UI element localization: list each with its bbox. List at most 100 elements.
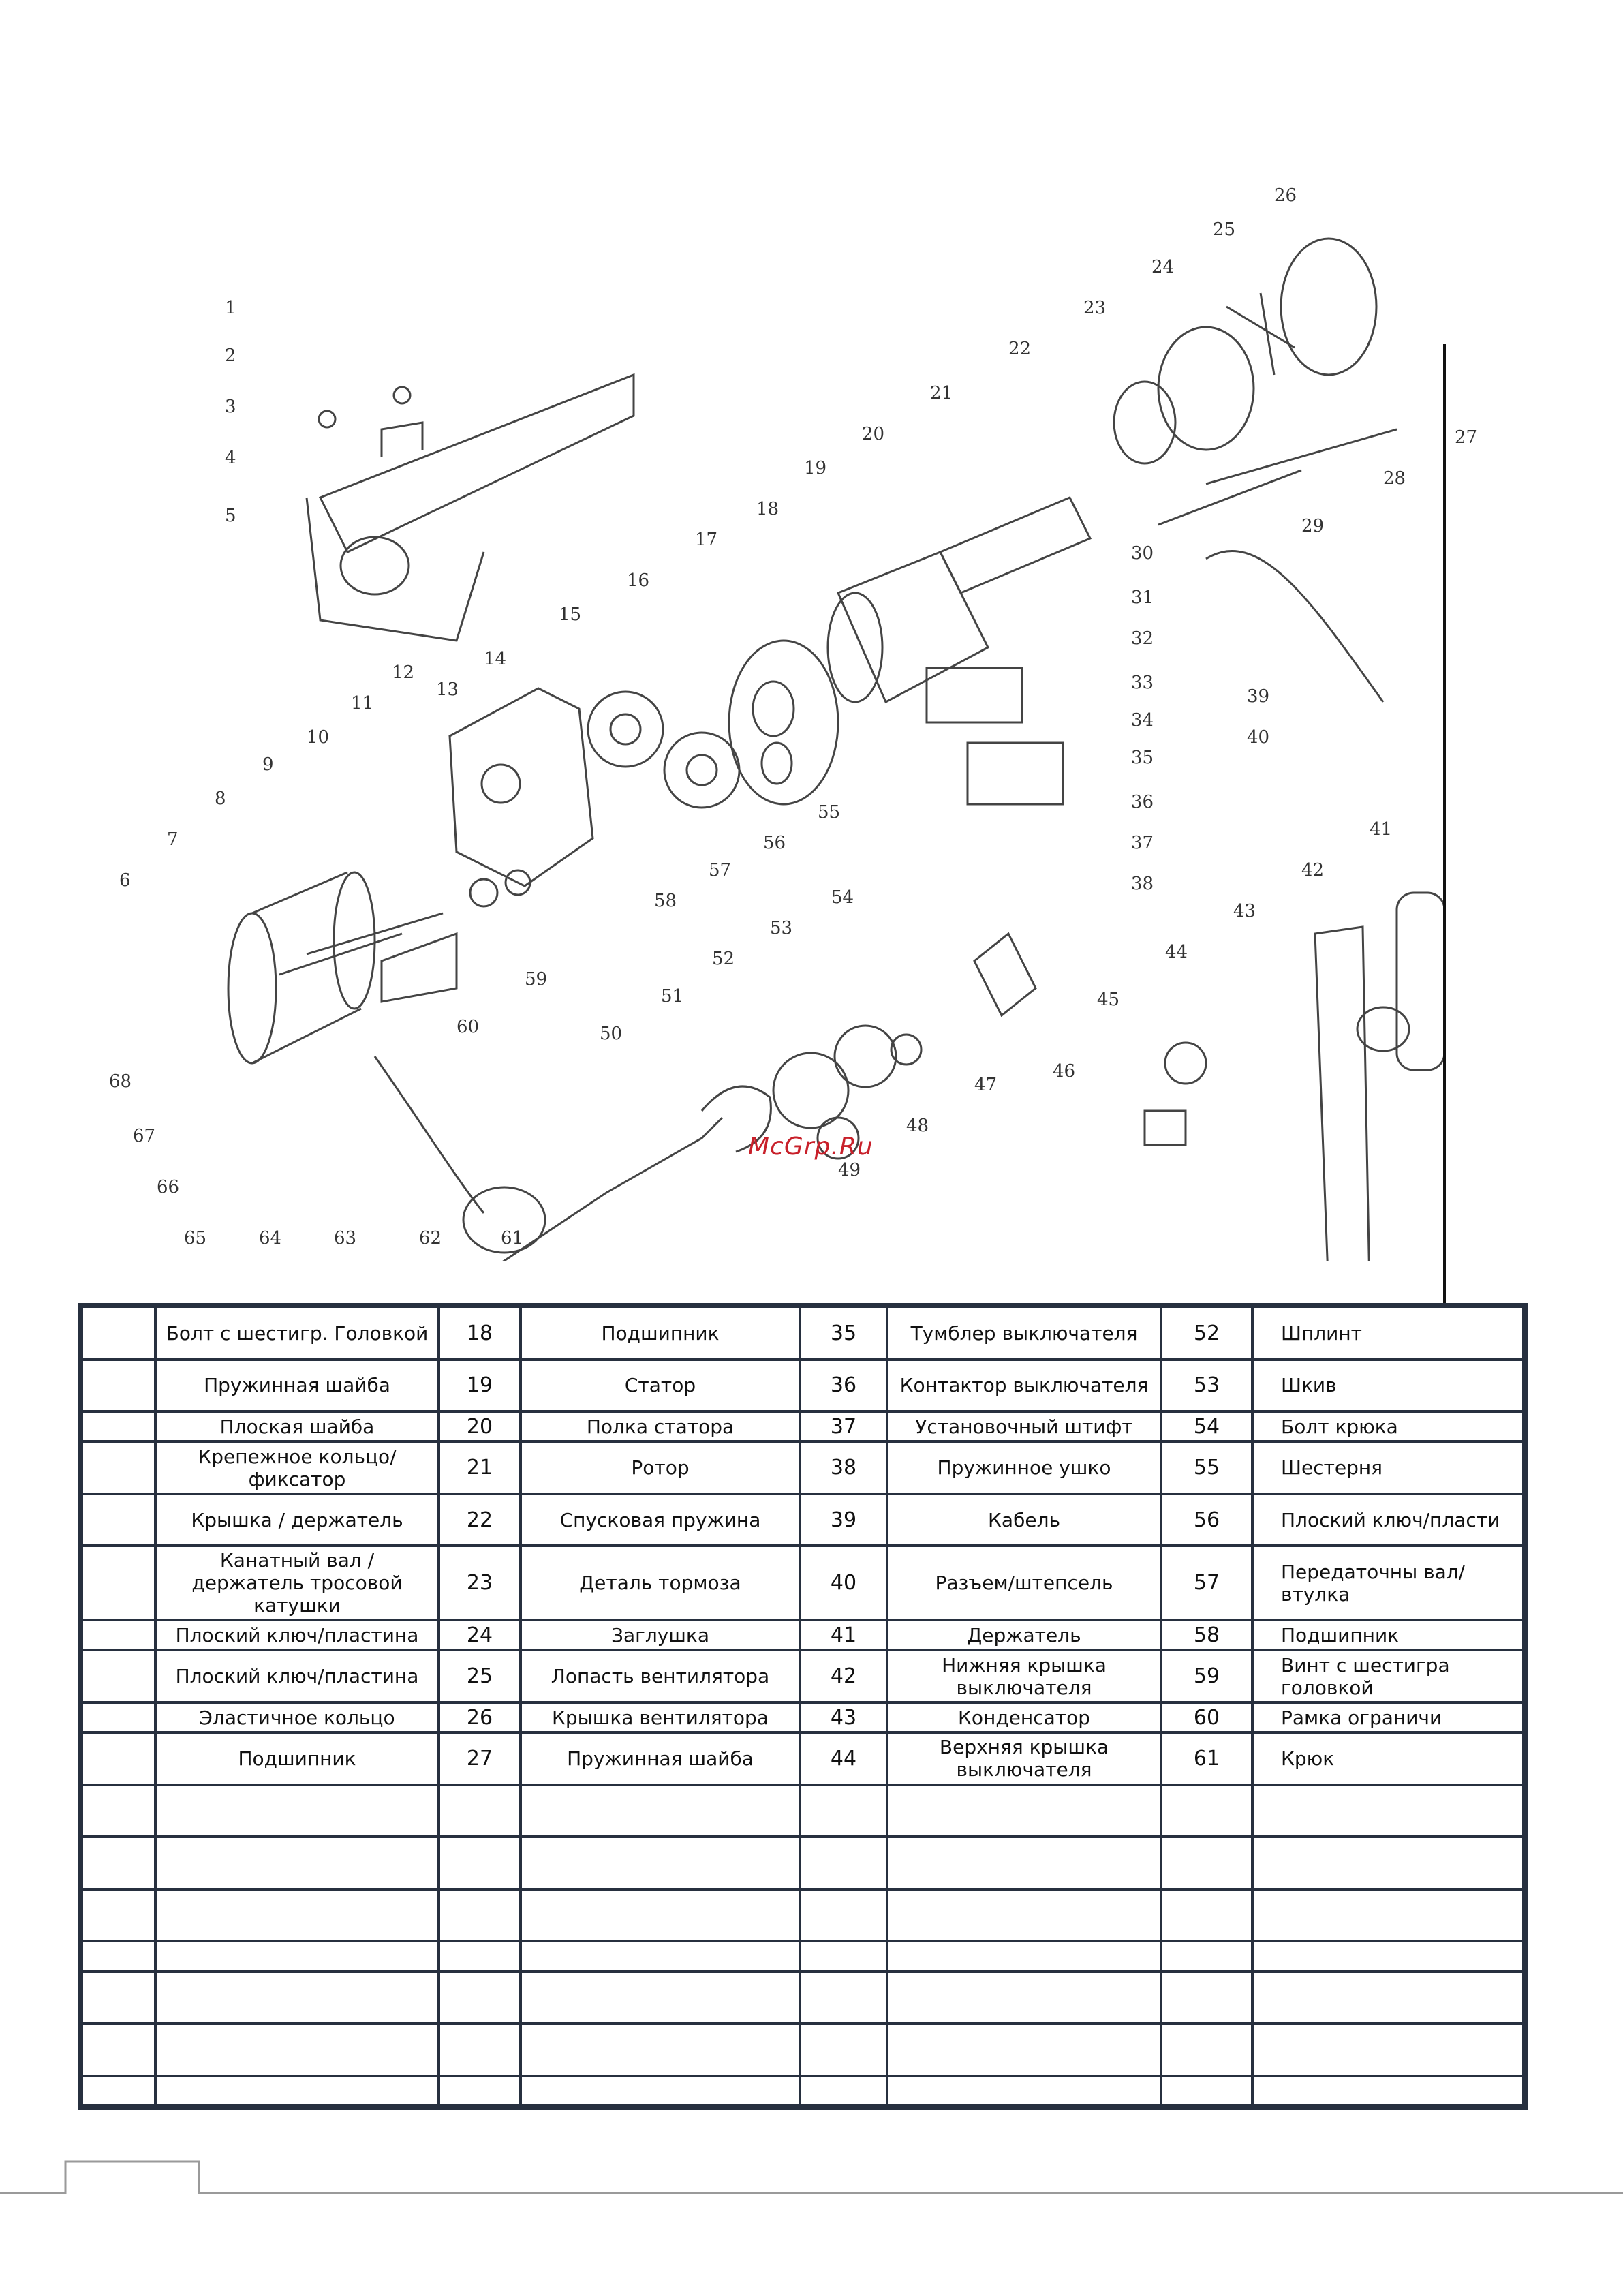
callout-1: 1 — [225, 298, 236, 318]
part-number-cell — [1161, 1837, 1252, 1889]
part-name-cell: Крепежное кольцо/фиксатор — [155, 1441, 439, 1494]
callout-29: 29 — [1301, 516, 1324, 536]
part-name-cell: Крышка вентилятора — [521, 1702, 800, 1733]
callout-31: 31 — [1131, 587, 1154, 608]
callout-65: 65 — [184, 1228, 206, 1249]
part-number-cell — [800, 1784, 887, 1837]
part-number-cell: 41 — [800, 1620, 887, 1651]
part-number-cell — [800, 2023, 887, 2076]
part-number-cell: 54 — [1161, 1411, 1252, 1442]
part-number-cell — [82, 1732, 155, 1785]
part-name-cell: Рамка ограничи — [1252, 1702, 1524, 1733]
part-name-cell: Пружинное ушко — [887, 1441, 1161, 1494]
part-name-cell: Шплинт — [1252, 1307, 1524, 1360]
table-row — [82, 2075, 1524, 2106]
part-name-cell — [521, 2075, 800, 2106]
part-number-cell — [82, 1307, 155, 1360]
callout-59: 59 — [525, 969, 547, 990]
part-name-cell — [887, 1971, 1161, 2024]
part-number-cell: 57 — [1161, 1546, 1252, 1621]
callout-14: 14 — [484, 649, 506, 669]
callout-53: 53 — [770, 918, 792, 938]
callout-40: 40 — [1247, 727, 1269, 748]
callout-33: 33 — [1131, 673, 1154, 693]
callout-43: 43 — [1233, 901, 1256, 921]
part-number-cell — [82, 1359, 155, 1412]
part-number-cell: 23 — [439, 1546, 521, 1621]
callout-35: 35 — [1131, 748, 1154, 768]
part-name-cell: Лопасть вентилятора — [521, 1650, 800, 1702]
part-name-cell: Эластичное кольцо — [155, 1702, 439, 1733]
part-name-cell — [521, 1971, 800, 2024]
part-number-cell — [82, 1493, 155, 1546]
part-name-cell: Винт с шестигра головкой — [1252, 1650, 1524, 1702]
part-number-cell — [800, 1971, 887, 2024]
part-number-cell — [1161, 1888, 1252, 1942]
part-number-cell — [82, 1441, 155, 1494]
callout-44: 44 — [1165, 942, 1188, 962]
callout-45: 45 — [1097, 990, 1119, 1010]
part-number-cell — [82, 1411, 155, 1442]
table-row — [82, 1784, 1524, 1837]
diagram-callout-numbers: 1 2 3 4 5 6 7 8 9 10 11 12 13 14 15 16 1… — [109, 185, 1477, 1249]
part-name-cell — [1252, 2023, 1524, 2076]
part-number-cell: 25 — [439, 1650, 521, 1702]
part-number-cell: 22 — [439, 1493, 521, 1546]
table-row — [82, 1888, 1524, 1942]
part-name-cell — [1252, 2075, 1524, 2106]
callout-68: 68 — [109, 1071, 132, 1092]
callout-13: 13 — [436, 679, 459, 700]
callout-28: 28 — [1383, 468, 1406, 489]
callout-9: 9 — [262, 754, 274, 775]
callout-62: 62 — [419, 1228, 442, 1249]
part-number-cell — [1161, 2023, 1252, 2076]
callout-24: 24 — [1151, 257, 1174, 277]
part-name-cell — [155, 1784, 439, 1837]
table-row — [82, 1837, 1524, 1889]
callout-58: 58 — [654, 891, 677, 911]
callout-64: 64 — [259, 1228, 281, 1249]
watermark: McGrp.Ru — [748, 1133, 874, 1161]
callout-48: 48 — [906, 1116, 929, 1136]
part-number-cell — [439, 1888, 521, 1942]
part-number-cell: 40 — [800, 1546, 887, 1621]
part-name-cell: Деталь тормоза — [521, 1546, 800, 1621]
callout-12: 12 — [392, 662, 414, 683]
table-row: Канатный вал / держатель тросовой катушк… — [82, 1546, 1524, 1621]
part-number-cell: 43 — [800, 1702, 887, 1733]
table-row — [82, 1971, 1524, 2024]
callout-52: 52 — [712, 949, 735, 969]
part-name-cell: Крышка / держатель — [155, 1493, 439, 1546]
callout-4: 4 — [225, 448, 236, 468]
part-number-cell: 59 — [1161, 1650, 1252, 1702]
callout-50: 50 — [600, 1024, 622, 1044]
part-name-cell — [521, 1784, 800, 1837]
vertical-rule — [1443, 344, 1446, 1803]
part-name-cell: Плоский ключ/пласти — [1252, 1493, 1524, 1546]
part-number-cell: 37 — [800, 1411, 887, 1442]
part-name-cell: Шкив — [1252, 1359, 1524, 1412]
part-number-cell — [82, 1546, 155, 1621]
part-name-cell: Плоский ключ/пластина — [155, 1620, 439, 1651]
callout-66: 66 — [157, 1177, 179, 1197]
part-name-cell: Плоский ключ/пластина — [155, 1650, 439, 1702]
callout-32: 32 — [1131, 628, 1154, 649]
part-number-cell — [82, 2023, 155, 2076]
callout-37: 37 — [1131, 833, 1154, 853]
part-name-cell — [155, 1941, 439, 1972]
part-number-cell — [439, 1837, 521, 1889]
part-number-cell — [439, 1784, 521, 1837]
part-number-cell — [800, 2075, 887, 2106]
part-number-cell — [82, 1702, 155, 1733]
part-number-cell — [82, 1971, 155, 2024]
part-name-cell: Заглушка — [521, 1620, 800, 1651]
part-name-cell: Нижняя крышка выключателя — [887, 1650, 1161, 1702]
part-name-cell — [1252, 1941, 1524, 1972]
